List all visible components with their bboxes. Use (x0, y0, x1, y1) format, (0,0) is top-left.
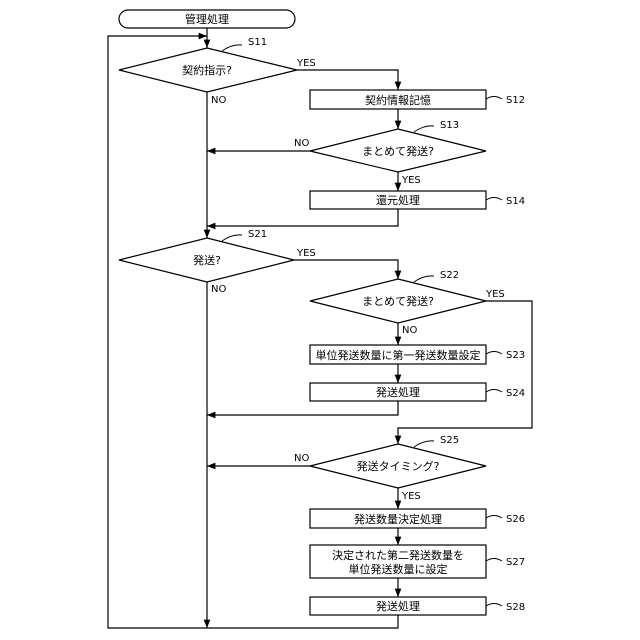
ref-leader (414, 276, 434, 282)
yes-label: YES (296, 58, 316, 69)
decision-s13: まとめて発送? S13 YES NO (294, 120, 486, 186)
connectors (108, 28, 532, 628)
edge-loop-back (108, 36, 398, 628)
process-label: 発送処理 (376, 599, 420, 613)
process-s24: 発送処理 S24 (310, 383, 525, 401)
step-id: S14 (506, 196, 525, 207)
decision-label: まとめて発送? (362, 144, 434, 158)
step-id: S24 (506, 388, 525, 399)
decision-s21: 発送? S21 YES NO (119, 229, 316, 295)
step-id: S11 (248, 37, 267, 48)
decision-label: 発送タイミング? (357, 459, 440, 473)
no-label: NO (211, 95, 226, 106)
process-label: 契約情報記憶 (365, 93, 431, 107)
ref-leader (414, 441, 434, 447)
decision-label: 発送? (193, 253, 221, 267)
process-s14: 還元処理 S14 (310, 191, 525, 209)
decision-s22: まとめて発送? S22 YES NO (310, 270, 505, 336)
decision-s11: 契約指示? S11 YES NO (119, 37, 316, 106)
ref-leader (486, 352, 502, 355)
step-id: S21 (248, 229, 267, 240)
no-label: NO (294, 138, 309, 149)
yes-label: YES (485, 289, 505, 300)
step-id: S27 (506, 557, 525, 568)
step-id: S22 (440, 270, 459, 281)
no-label: NO (402, 325, 417, 336)
start-label: 管理処理 (185, 12, 229, 26)
ref-leader (486, 604, 502, 607)
ref-leader (414, 126, 434, 132)
decision-label: まとめて発送? (362, 294, 434, 308)
ref-leader (486, 198, 502, 201)
process-s23: 単位発送数量に第一発送数量設定 S23 (310, 345, 525, 364)
process-s12: 契約情報記憶 S12 (310, 90, 525, 109)
process-s27: 決定された第二発送数量を 単位発送数量に設定 S27 (310, 545, 525, 578)
ref-leader (222, 235, 242, 241)
step-id: S23 (506, 350, 525, 361)
edge-s21-yes (294, 260, 398, 279)
process-label-line2: 単位発送数量に設定 (349, 562, 448, 576)
ref-leader (486, 516, 502, 519)
no-label: NO (211, 284, 226, 295)
process-label: 発送数量決定処理 (354, 512, 442, 526)
ref-leader (486, 390, 502, 393)
ref-leader (486, 559, 502, 562)
step-id: S13 (440, 120, 459, 131)
process-label-line1: 決定された第二発送数量を (332, 548, 464, 562)
step-id: S26 (506, 514, 525, 525)
yes-label: YES (296, 248, 316, 259)
process-label: 還元処理 (376, 194, 420, 207)
process-s26: 発送数量決定処理 S26 (310, 509, 525, 528)
step-id: S12 (506, 95, 525, 106)
edge-s22-yes (398, 301, 532, 444)
yes-label: YES (401, 175, 421, 186)
no-label: NO (294, 453, 309, 464)
decision-label: 契約指示? (182, 63, 232, 77)
edge-s11-yes (297, 70, 398, 90)
process-s28: 発送処理 S28 (310, 597, 525, 615)
edge-s14-merge (207, 209, 398, 226)
ref-leader (222, 45, 242, 51)
ref-leader (486, 97, 502, 100)
step-id: S28 (506, 602, 525, 613)
yes-label: YES (401, 491, 421, 502)
decision-s25: 発送タイミング? S25 YES NO (294, 435, 486, 502)
process-label: 発送処理 (376, 385, 420, 399)
start-terminator: 管理処理 (119, 10, 295, 28)
edge-s24-merge (207, 401, 398, 415)
process-label: 単位発送数量に第一発送数量設定 (316, 348, 481, 362)
step-id: S25 (440, 435, 459, 446)
